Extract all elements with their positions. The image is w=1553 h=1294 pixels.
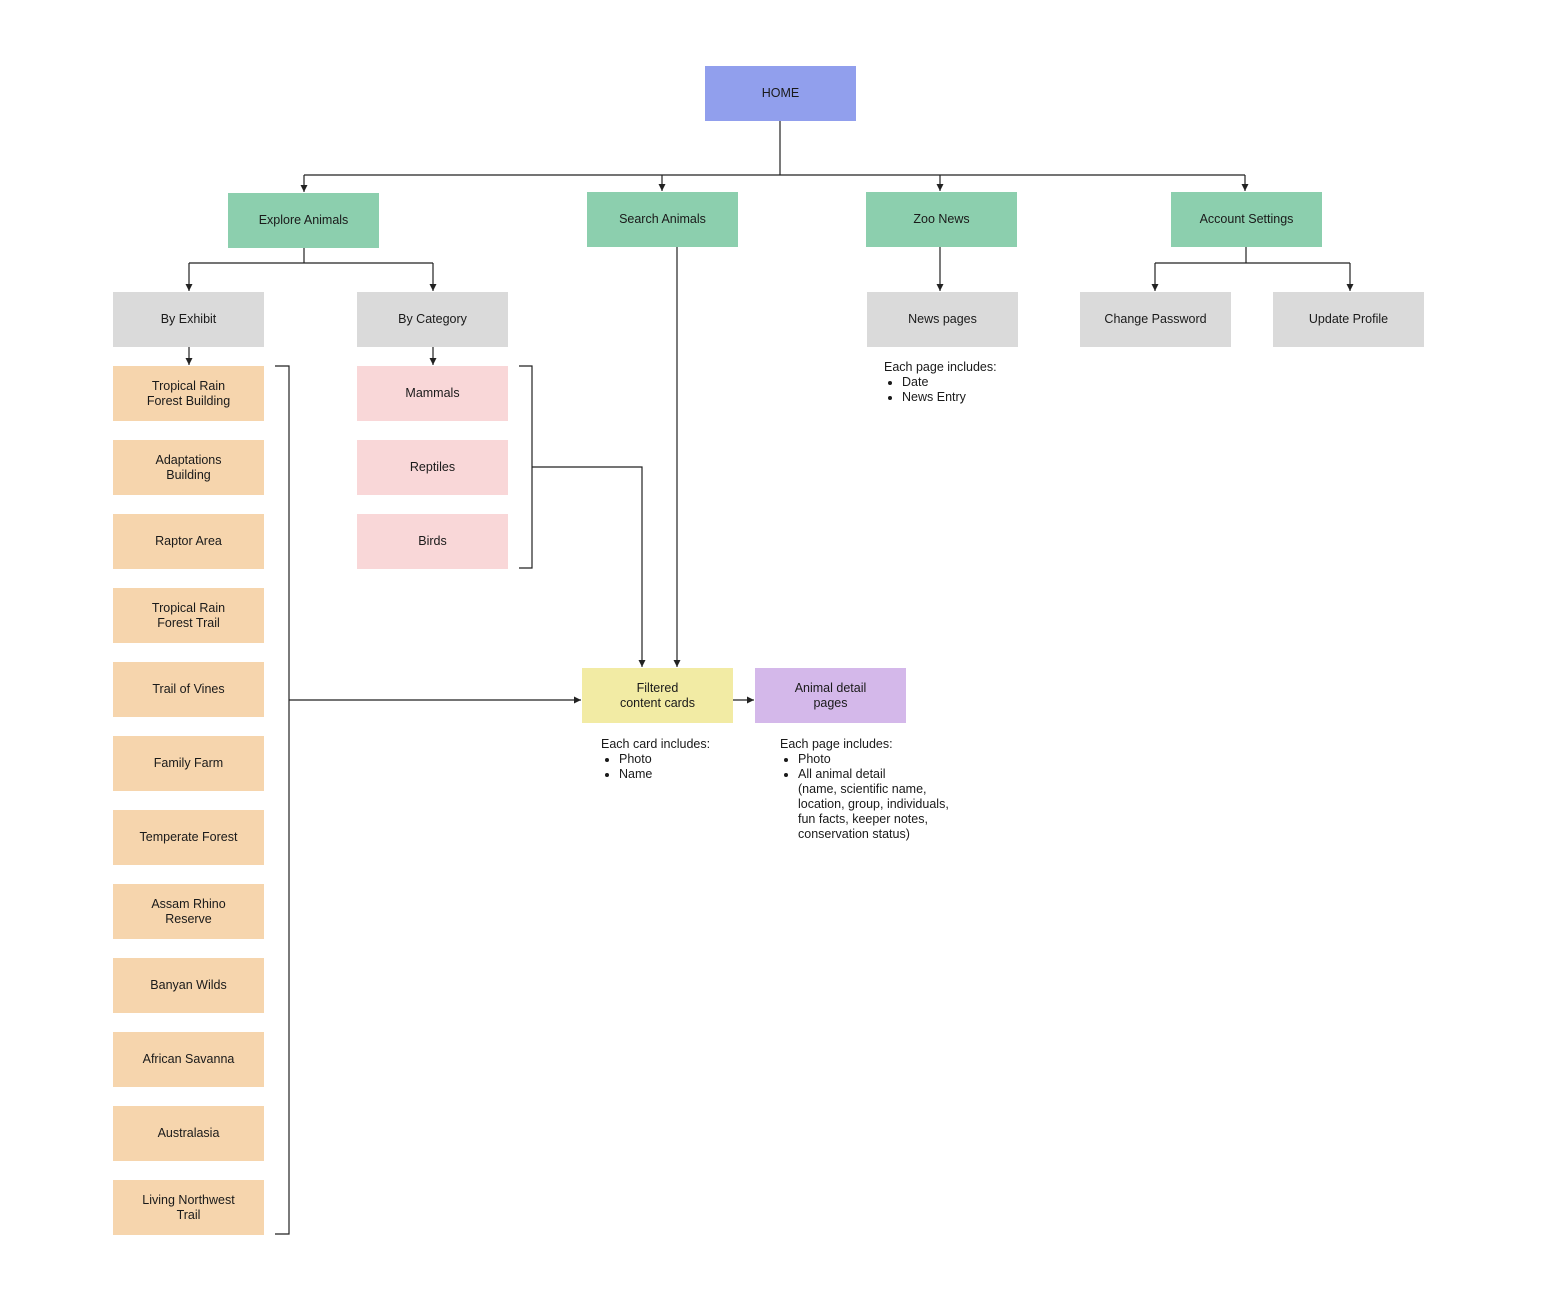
note-item: Photo [619,752,710,767]
exhibit-node: African Savanna [113,1032,264,1087]
note-title: Each page includes: [780,737,893,751]
exhibit-node: Assam Rhino Reserve [113,884,264,939]
note-item: Photo [798,752,949,767]
by-exhibit-node: By Exhibit [113,292,264,347]
note-title: Each card includes: [601,737,711,751]
update-profile-node: Update Profile [1273,292,1424,347]
filtered-content-cards-node: Filtered content cards [582,668,733,723]
note-item: All animal detail (name, scientific name… [798,767,949,842]
note-item: Name [619,767,710,782]
category-node: Reptiles [357,440,508,495]
exhibit-node: Temperate Forest [113,810,264,865]
news-pages-node: News pages [867,292,1018,347]
exhibit-bracket [275,365,290,1235]
exhibit-node: Living Northwest Trail [113,1180,264,1235]
explore-animals-node: Explore Animals [228,193,379,248]
account-settings-node: Account Settings [1171,192,1322,247]
news-pages-note: Each page includes: Date News Entry [884,360,997,405]
exhibit-node: Raptor Area [113,514,264,569]
animal-detail-pages-node: Animal detail pages [755,668,906,723]
category-bracket [519,365,533,569]
change-password-node: Change Password [1080,292,1231,347]
home-node: HOME [705,66,856,121]
detail-pages-note: Each page includes: Photo All animal det… [780,737,949,842]
exhibit-node: Banyan Wilds [113,958,264,1013]
category-node: Birds [357,514,508,569]
account-trunk-line [1155,247,1350,264]
by-category-node: By Category [357,292,508,347]
exhibit-node: Family Farm [113,736,264,791]
zoo-news-node: Zoo News [866,192,1017,247]
search-animals-node: Search Animals [587,192,738,247]
exhibit-node: Trail of Vines [113,662,264,717]
note-title: Each page includes: [884,360,997,374]
category-node: Mammals [357,366,508,421]
note-item: News Entry [902,390,997,405]
exhibit-node: Adaptations Building [113,440,264,495]
filtered-cards-note: Each card includes: Photo Name [601,737,710,782]
arrow-categories-to-filtered [532,466,646,667]
exhibit-node: Australasia [113,1106,264,1161]
note-item: Date [902,375,997,390]
exhibit-node: Tropical Rain Forest Building [113,366,264,421]
exhibit-node: Tropical Rain Forest Trail [113,588,264,643]
explore-trunk-line [189,248,433,264]
